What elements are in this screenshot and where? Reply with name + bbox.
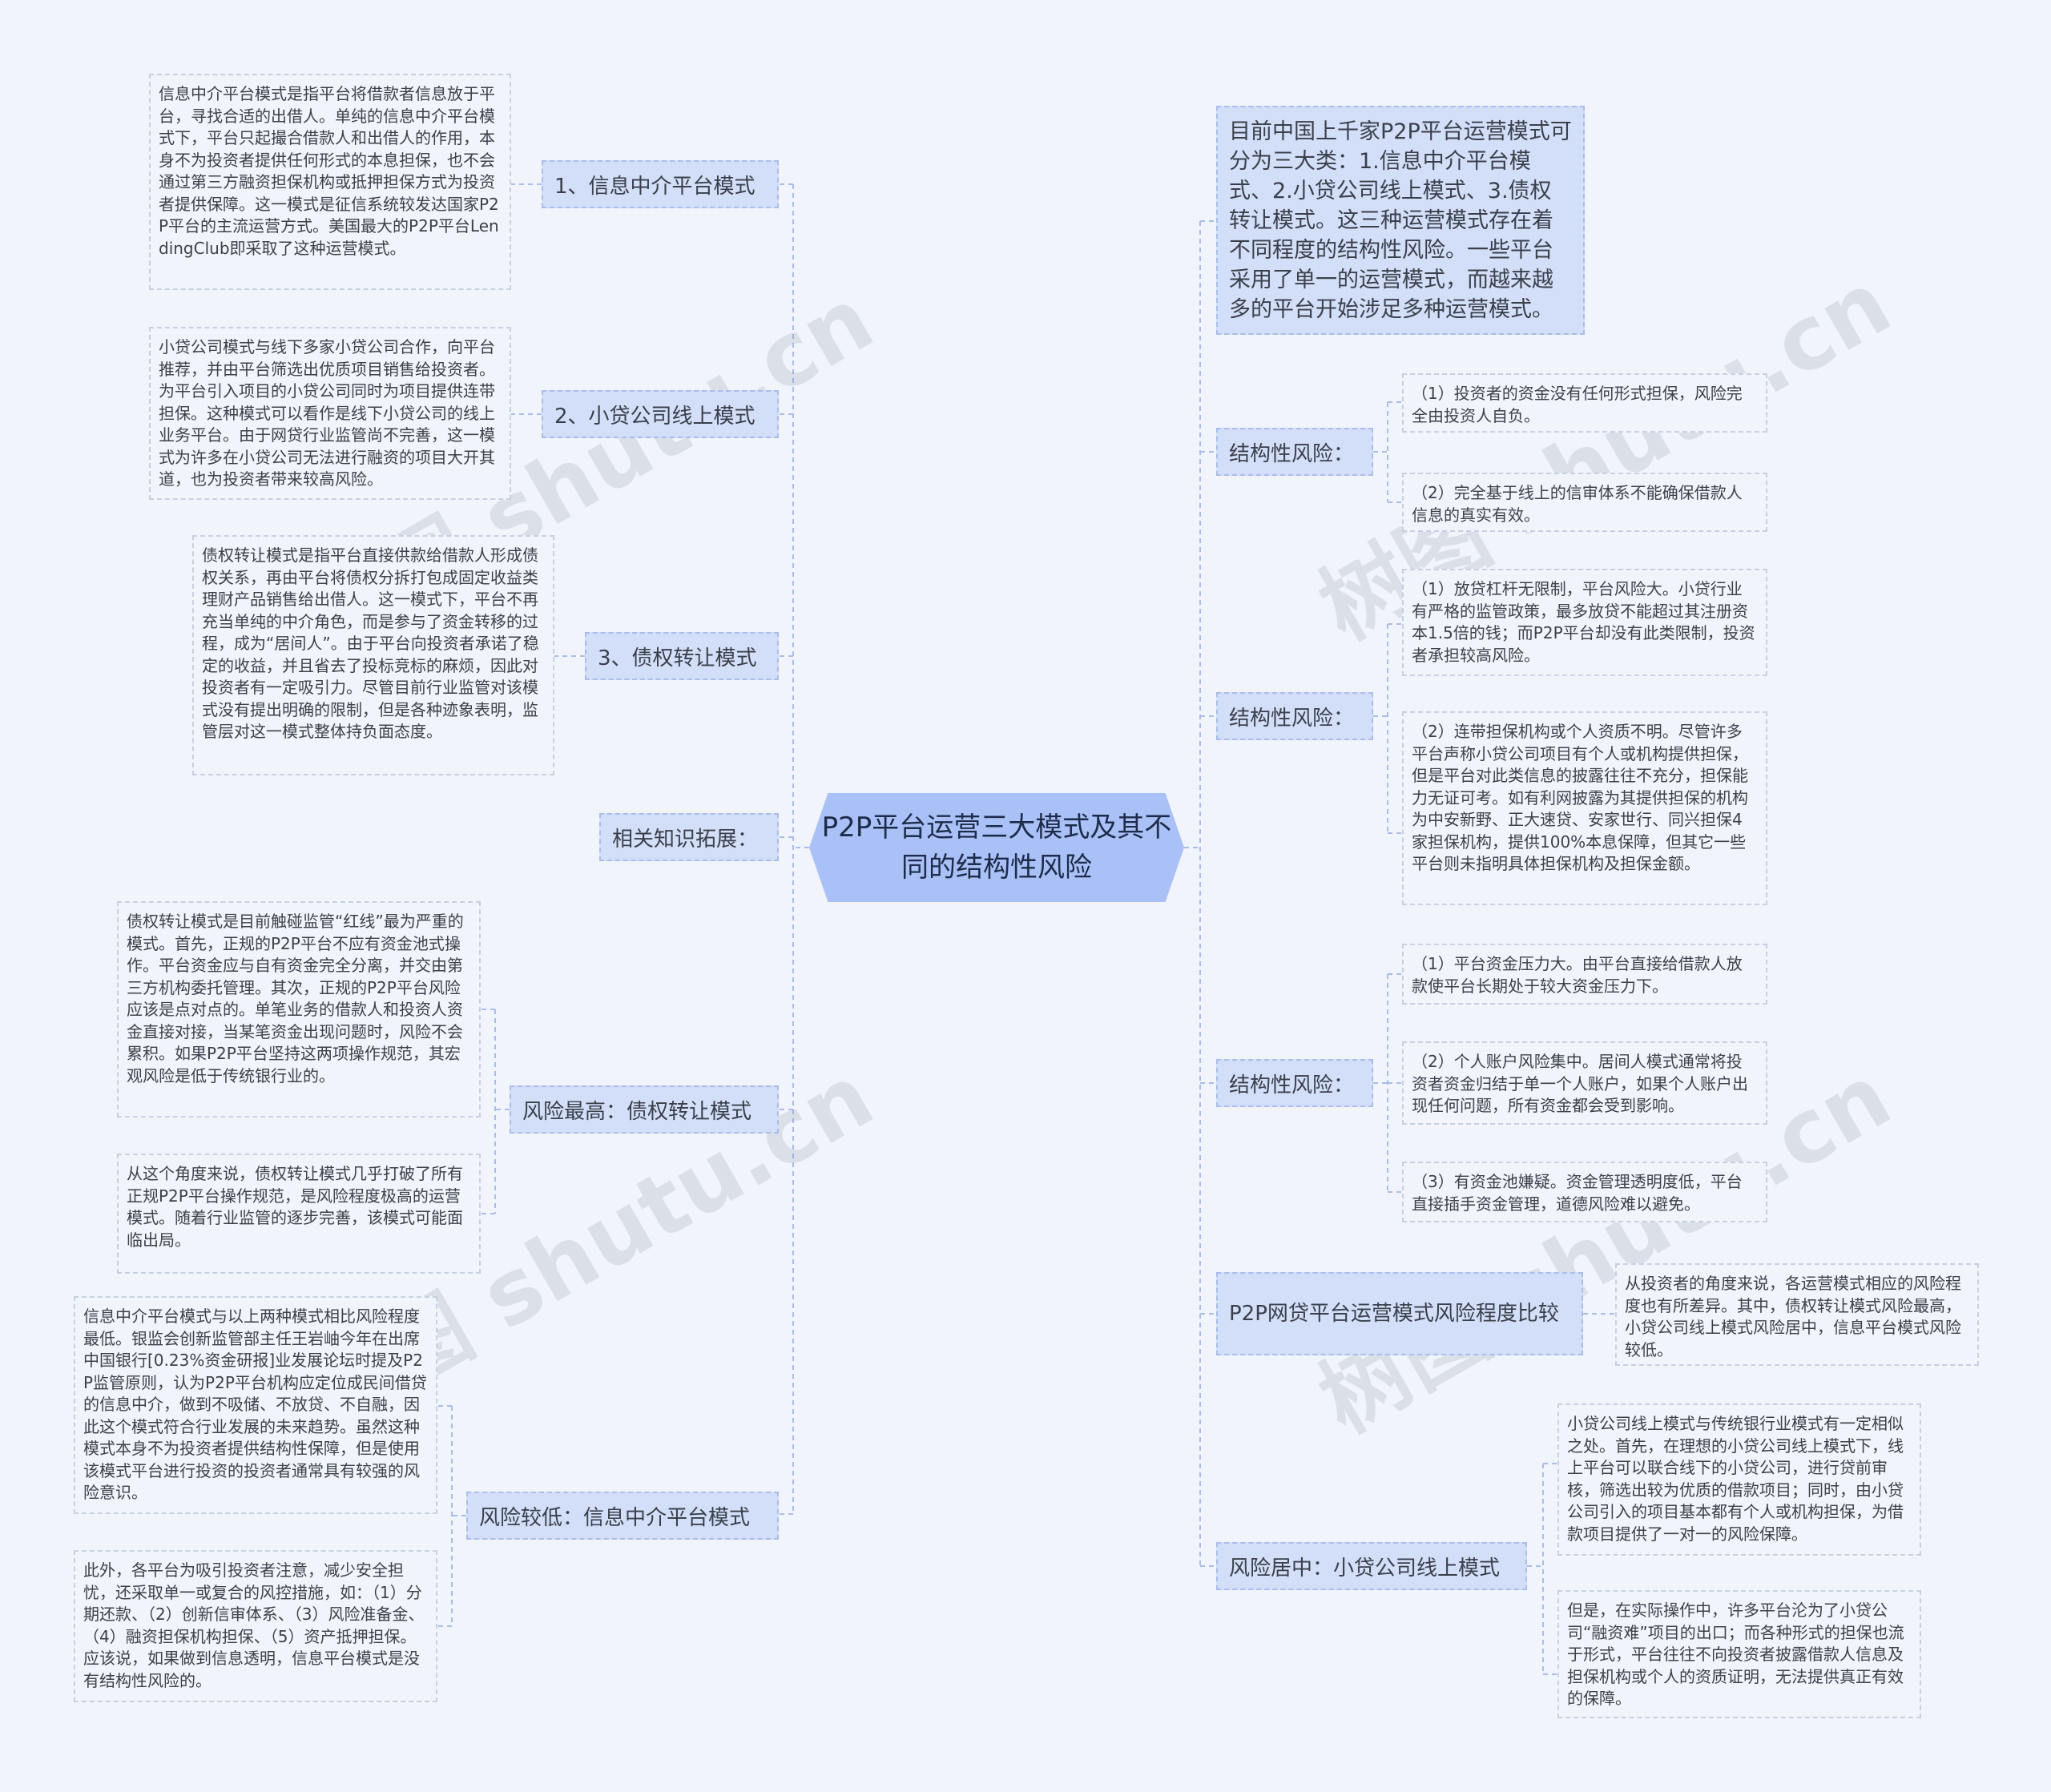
leaf-risk-highest-1: 债权转让模式是目前触碰监管“红线”最为严重的模式。首先，正规的P2P平台不应有资… bbox=[117, 901, 481, 1117]
root-topic[interactable]: P2P平台运营三大模式及其不同的结构性风险 bbox=[809, 793, 1184, 902]
branch-risk-comparison[interactable]: P2P网贷平台运营模式风险程度比较 bbox=[1216, 1272, 1583, 1355]
leaf-structural-risk-3-2: （2）个人账户风险集中。居间人模式通常将投资者资金归结于单一个人账户，如果个人账… bbox=[1402, 1041, 1767, 1125]
leaf-risk-medium-2: 但是，在实际操作中，许多平台沦为了小贷公司“融资难”项目的出口；而各种形式的担保… bbox=[1557, 1590, 1921, 1718]
leaf-info-intermediary-desc: 信息中介平台模式是指平台将借款者信息放于平台，寻找合适的出借人。单纯的信息中介平… bbox=[149, 74, 511, 290]
leaf-structural-risk-3-3: （3）有资金池嫌疑。资金管理透明度低，平台直接插手资金管理，道德风险难以避免。 bbox=[1402, 1162, 1767, 1222]
leaf-risk-low-2: 此外，各平台为吸引投资者注意，减少安全担忧，还采取单一或复合的风控措施，如：（1… bbox=[74, 1550, 437, 1702]
leaf-structural-risk-1-2: （2）完全基于线上的信审体系不能确保借款人信息的真实有效。 bbox=[1402, 473, 1767, 532]
leaf-debt-transfer-desc: 债权转让模式是指平台直接供款给借款人形成债权关系，再由平台将债权分拆打包成固定收… bbox=[192, 535, 554, 775]
branch-structural-risk-3[interactable]: 结构性风险： bbox=[1216, 1059, 1373, 1107]
leaf-microloan-desc: 小贷公司模式与线下多家小贷公司合作，向平台推荐，并由平台筛选出优质项目销售给投资… bbox=[149, 327, 511, 500]
leaf-risk-low-1: 信息中介平台模式与以上两种模式相比风险程度最低。银监会创新监管部主任王岩岫今年在… bbox=[74, 1296, 437, 1514]
branch-risk-highest[interactable]: 风险最高：债权转让模式 bbox=[510, 1085, 779, 1134]
leaf-risk-highest-2: 从这个角度来说，债权转让模式几乎打破了所有正规P2P平台操作规范，是风险程度极高… bbox=[117, 1154, 481, 1274]
leaf-structural-risk-2-2: （2）连带担保机构或个人资质不明。尽管许多平台声称小贷公司项目有个人或机构提供担… bbox=[1402, 711, 1767, 905]
branch-risk-medium[interactable]: 风险居中：小贷公司线上模式 bbox=[1216, 1542, 1527, 1590]
summary-node[interactable]: 目前中国上千家P2P平台运营模式可分为三大类：1.信息中介平台模式、2.小贷公司… bbox=[1216, 106, 1585, 335]
branch-structural-risk-1[interactable]: 结构性风险： bbox=[1216, 428, 1373, 476]
leaf-risk-medium-1: 小贷公司线上模式与传统银行业模式有一定相似之处。首先，在理想的小贷公司线上模式下… bbox=[1557, 1403, 1921, 1556]
leaf-structural-risk-3-1: （1）平台资金压力大。由平台直接给借款人放款使平台长期处于较大资金压力下。 bbox=[1402, 944, 1767, 1005]
leaf-structural-risk-1-1: （1）投资者的资金没有任何形式担保，风险完全由投资人自负。 bbox=[1402, 373, 1767, 433]
branch-structural-risk-2[interactable]: 结构性风险： bbox=[1216, 692, 1373, 740]
leaf-risk-comparison: 从投资者的角度来说，各运营模式相应的风险程度也有所差异。其中，债权转让模式风险最… bbox=[1615, 1263, 1979, 1366]
branch-related-knowledge[interactable]: 相关知识拓展： bbox=[599, 813, 779, 861]
leaf-structural-risk-2-1: （1）放贷杠杆无限制，平台风险大。小贷行业有严格的监管政策，最多放贷不能超过其注… bbox=[1402, 569, 1767, 676]
branch-info-intermediary[interactable]: 1、信息中介平台模式 bbox=[542, 160, 779, 208]
branch-debt-transfer[interactable]: 3、债权转让模式 bbox=[585, 632, 779, 680]
branch-microloan-online[interactable]: 2、小贷公司线上模式 bbox=[542, 390, 779, 438]
branch-risk-low[interactable]: 风险较低：信息中介平台模式 bbox=[466, 1492, 779, 1540]
